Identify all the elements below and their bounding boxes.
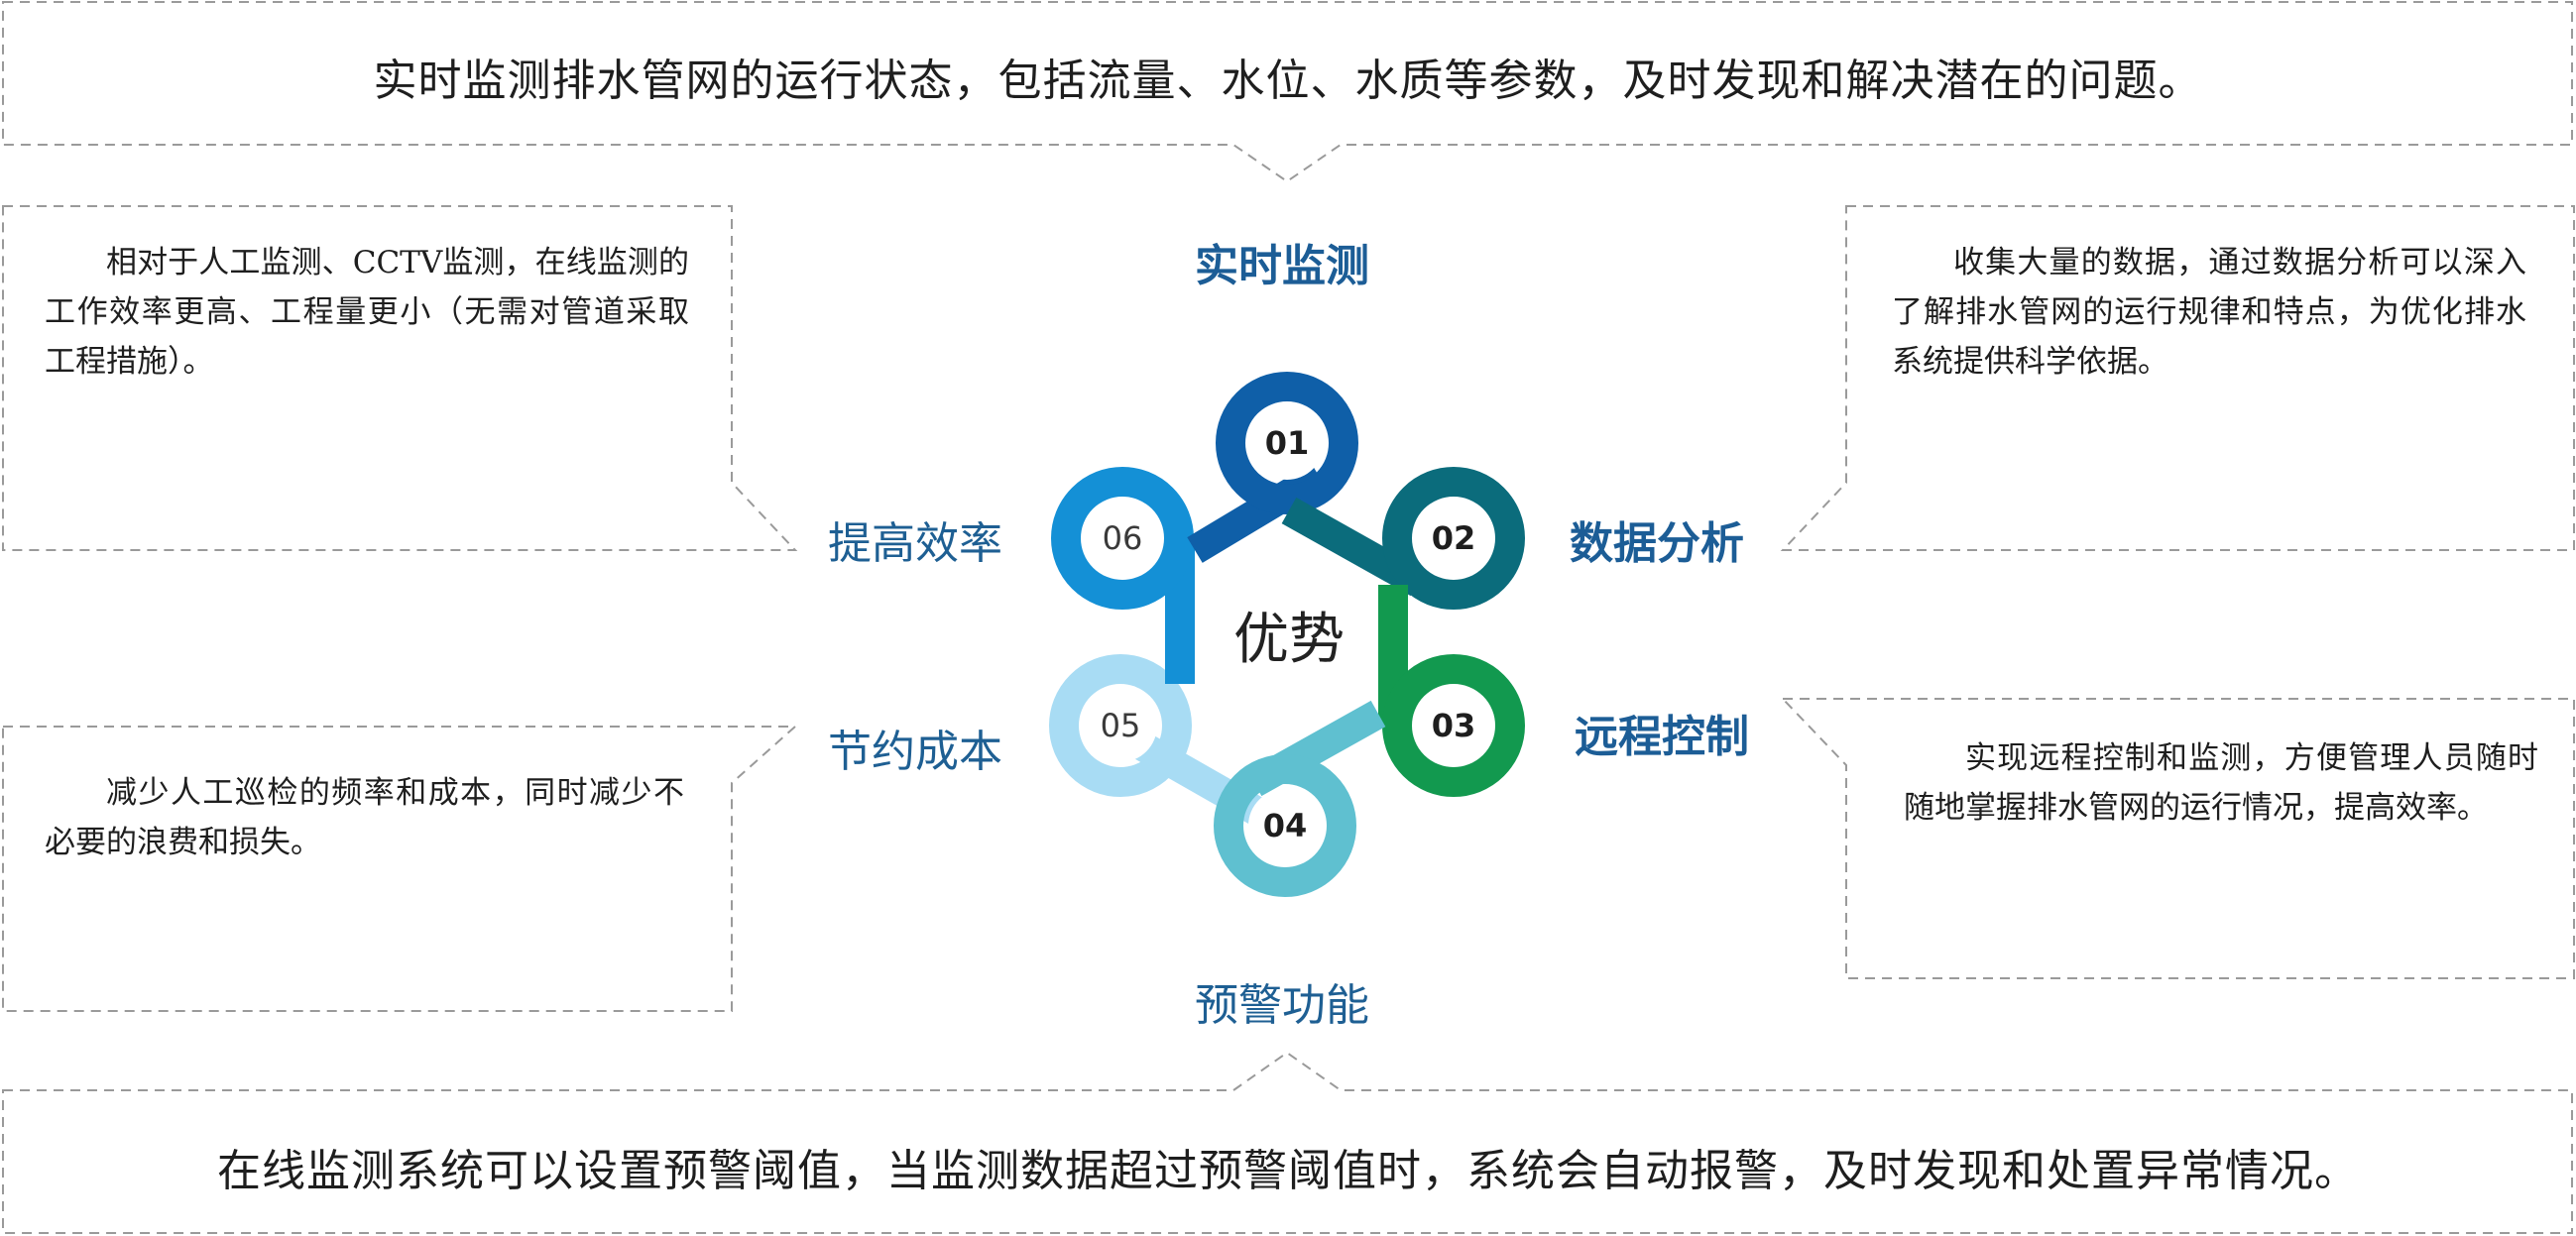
- label-early-warning: 预警功能: [1195, 980, 1369, 1031]
- label-realtime-monitoring: 实时监测: [1195, 241, 1369, 291]
- number-03: 03: [1432, 707, 1476, 744]
- analysis-box-frame: [1780, 205, 2575, 551]
- loop-01: [1216, 372, 1358, 514]
- loop-02: [1382, 467, 1525, 610]
- number-01: 01: [1265, 424, 1310, 462]
- cost-description: 减少人工巡检的频率和成本，同时减少不必要的浪费和损失。: [45, 775, 684, 860]
- label-cost-saving: 节约成本: [828, 727, 1002, 777]
- label-remote-control: 远程控制: [1575, 712, 1749, 762]
- number-05: 05: [1101, 707, 1141, 744]
- number-04: 04: [1263, 807, 1308, 844]
- efficiency-box-frame: [2, 205, 798, 551]
- loop-06: [1051, 467, 1194, 610]
- center-title: 优势: [1233, 608, 1345, 672]
- efficiency-description: 相对于人工监测、CCTV监测，在线监测的工作效率更高、工程量更小（无需对管道采取…: [45, 245, 689, 380]
- loop-04: [1214, 754, 1356, 897]
- bottom-banner-text: 在线监测系统可以设置预警阈值，当监测数据超过预警阈值时，系统会自动报警，及时发现…: [217, 1146, 2359, 1196]
- number-02: 02: [1432, 519, 1476, 557]
- top-banner-text: 实时监测排水管网的运行状态，包括流量、水位、水质等参数，及时发现和解决潜在的问题…: [373, 56, 2203, 106]
- bottom-banner-frame: [2, 1051, 2573, 1234]
- control-box-frame: [1780, 698, 2575, 979]
- label-data-analysis: 数据分析: [1570, 518, 1744, 569]
- cost-box-frame: [2, 726, 798, 1012]
- label-efficiency: 提高效率: [828, 518, 1002, 569]
- control-description: 实现远程控制和监测，方便管理人员随时随地掌握排水管网的运行情况，提高效率。: [1904, 740, 2538, 826]
- loop-03: [1382, 654, 1525, 797]
- loop-05: [1049, 654, 1192, 797]
- analysis-description: 收集大量的数据，通过数据分析可以深入了解排水管网的运行规律和特点，为优化排水系统…: [1892, 245, 2526, 380]
- top-banner-frame: [2, 1, 2573, 183]
- number-06: 06: [1103, 519, 1143, 557]
